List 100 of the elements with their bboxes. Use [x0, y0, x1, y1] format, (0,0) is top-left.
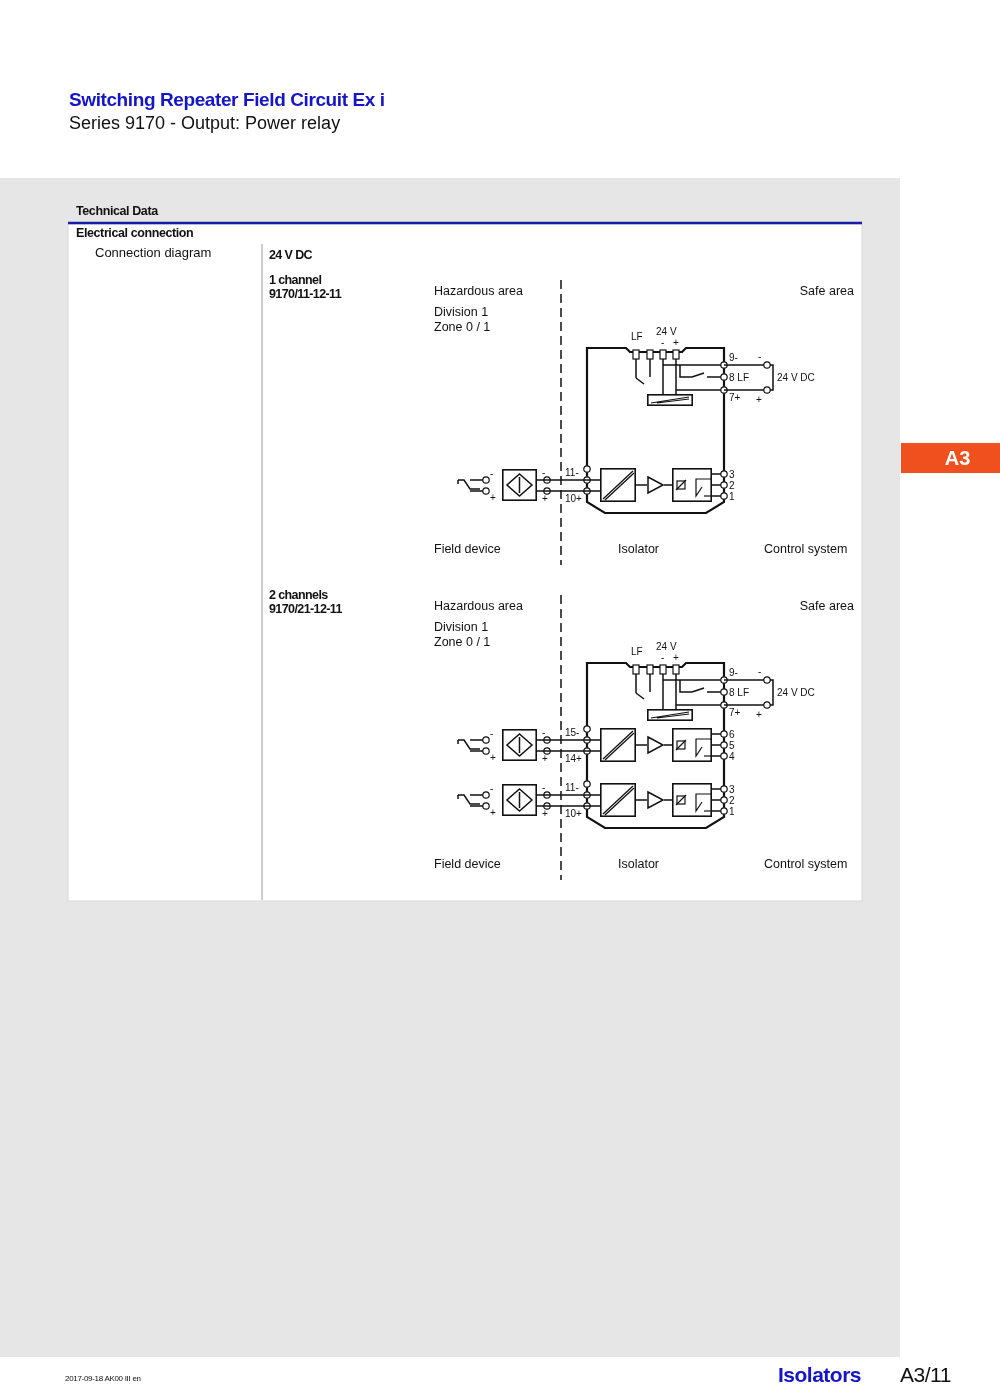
terminal-number: 11-: [565, 467, 579, 478]
polarity-sign: -: [758, 351, 762, 362]
terminal-number: 8 LF: [729, 687, 749, 698]
wire: [635, 744, 648, 746]
device-label: Isolator: [618, 857, 659, 872]
wire: [635, 799, 648, 801]
bus-label: 24 V: [656, 326, 677, 337]
power-module-box: [647, 394, 693, 406]
wire: [536, 490, 601, 492]
bus-label: 24 V: [656, 641, 677, 652]
converter-box: [600, 468, 636, 502]
device-label: Isolator: [618, 542, 659, 557]
terminal-number: 14+: [565, 753, 582, 764]
polarity-sign: +: [542, 753, 548, 764]
variant-label: 1 channel: [269, 274, 322, 288]
polarity-sign: -: [490, 728, 494, 739]
device-label: Control system: [764, 857, 848, 872]
terminal-number: 3: [729, 468, 735, 480]
terminal-number: 6: [729, 728, 735, 740]
wire: [536, 479, 601, 481]
polarity-sign: +: [756, 394, 762, 405]
polarity-sign: +: [542, 808, 548, 819]
spec-value: 24 V DC: [269, 249, 313, 263]
polarity-sign: -: [758, 666, 762, 677]
section-name: Isolators: [778, 1363, 862, 1388]
relay-box: [672, 468, 712, 502]
polarity-sign: +: [490, 807, 496, 818]
relay-box: [672, 783, 712, 817]
terminal-number: 15-: [565, 727, 580, 738]
converter-box: [600, 728, 636, 762]
section-heading: Electrical connection: [76, 226, 194, 241]
polarity-sign: +: [673, 652, 679, 663]
wire: [635, 484, 648, 486]
zone-label: Zone 0 / 1: [434, 320, 491, 335]
terminal-number: 10+: [565, 808, 582, 819]
terminal-number: 3: [729, 783, 735, 795]
wire: [663, 484, 673, 486]
section-heading: Technical Data: [76, 204, 158, 219]
terminal-number: 7+: [729, 707, 741, 718]
amplifier-symbol: [647, 736, 664, 754]
terminal-number: 9-: [729, 352, 738, 363]
terminal-number: 8 LF: [729, 372, 749, 383]
area-label: Hazardous area: [434, 284, 523, 299]
polarity-sign: -: [490, 468, 494, 479]
sensor-box: [502, 729, 537, 761]
device-label: Field device: [434, 542, 501, 557]
device-label: Field device: [434, 857, 501, 872]
polarity-sign: +: [490, 752, 496, 763]
converter-box: [600, 783, 636, 817]
row-label: Connection diagram: [95, 246, 212, 261]
supply-label: 24 V DC: [777, 372, 815, 383]
wire: [536, 794, 601, 796]
part-number: 9170/11-12-11: [269, 288, 342, 302]
terminal-number: 7+: [729, 392, 741, 403]
terminal-number: 4: [729, 750, 735, 762]
wire: [536, 739, 601, 741]
wire: [536, 750, 601, 752]
wire: [663, 799, 673, 801]
part-number: 9170/21-12-11: [269, 603, 342, 617]
bus-label: LF: [631, 331, 643, 342]
page-title: Switching Repeater Field Circuit Ex i: [69, 89, 385, 111]
polarity-sign: -: [661, 337, 665, 348]
variant-label: 2 channels: [269, 589, 328, 603]
polarity-sign: +: [490, 492, 496, 503]
area-label: Safe area: [799, 284, 854, 299]
polarity-sign: -: [661, 652, 665, 663]
sensor-box: [502, 469, 537, 501]
terminal-number: 9-: [729, 667, 738, 678]
zone-label: Division 1: [434, 305, 489, 320]
amplifier-symbol: [647, 476, 664, 494]
area-label: Hazardous area: [434, 599, 523, 614]
wire: [663, 744, 673, 746]
bus-label: LF: [631, 646, 643, 657]
document-code: 2017-09-18 AK00 III en: [65, 1374, 141, 1384]
power-module-box: [647, 709, 693, 721]
terminal-number: 1: [729, 490, 735, 502]
polarity-sign: +: [542, 493, 548, 504]
polarity-sign: -: [542, 782, 546, 793]
polarity-sign: +: [673, 337, 679, 348]
page-number: A3/11: [900, 1363, 951, 1388]
area-label: Safe area: [799, 599, 854, 614]
zone-label: Division 1: [434, 620, 489, 635]
supply-label: 24 V DC: [777, 687, 815, 698]
polarity-sign: -: [542, 727, 546, 738]
terminal-number: 1: [729, 805, 735, 817]
device-label: Control system: [764, 542, 848, 557]
polarity-sign: +: [756, 709, 762, 720]
zone-label: Zone 0 / 1: [434, 635, 491, 650]
amplifier-symbol: [647, 791, 664, 809]
terminal-number: 10+: [565, 493, 582, 504]
polarity-sign: -: [542, 467, 546, 478]
terminal-number: 11-: [565, 782, 579, 793]
terminal-number: 5: [729, 739, 735, 751]
wire: [536, 805, 601, 807]
terminal-number: 2: [729, 479, 735, 491]
terminal-number: 2: [729, 794, 735, 806]
section-tab: A3: [901, 443, 1000, 473]
polarity-sign: -: [490, 783, 494, 794]
sensor-box: [502, 784, 537, 816]
subtitle: Series 9170 - Output: Power relay: [69, 113, 341, 134]
